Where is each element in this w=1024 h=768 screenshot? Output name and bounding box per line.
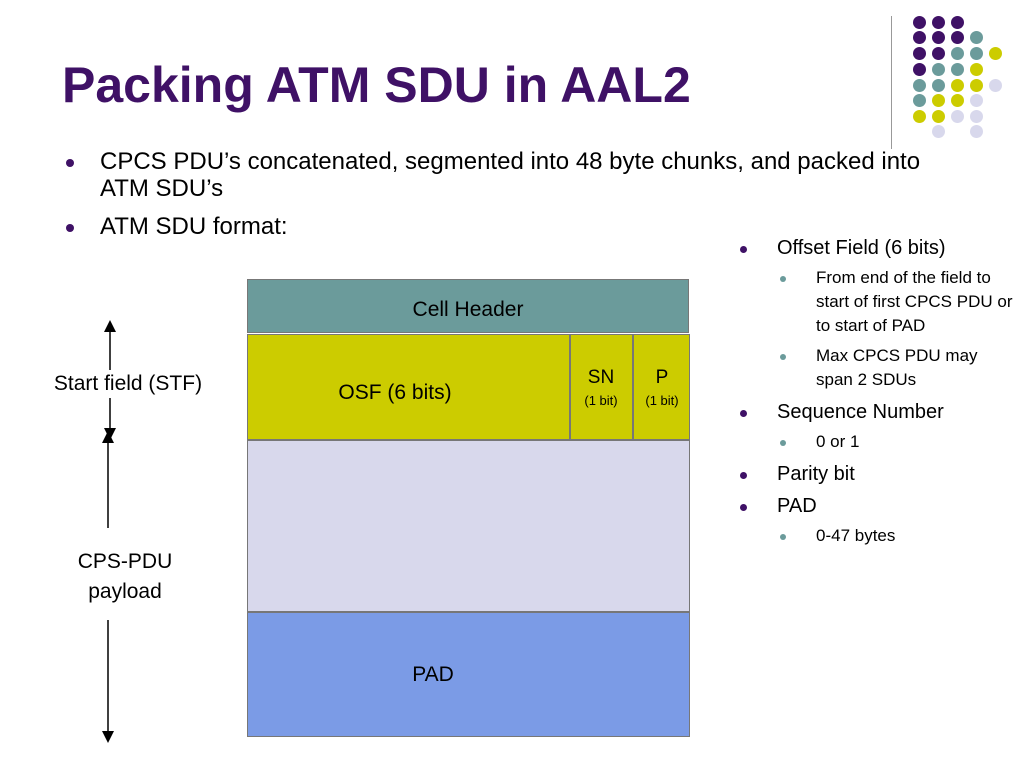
decor-dot: [932, 94, 945, 107]
sn-field-box: SN (1 bit): [570, 334, 633, 440]
decor-dot: [970, 79, 983, 92]
decor-dot: [913, 110, 926, 123]
note-item: PAD: [740, 494, 1015, 518]
decor-dot: [970, 47, 983, 60]
decor-dot: [951, 79, 964, 92]
note-item: Sequence Number: [740, 400, 1015, 424]
decor-dot: [951, 94, 964, 107]
decor-dot: [913, 31, 926, 44]
decor-dot: [989, 47, 1002, 60]
bullet-item: CPCS PDU’s concatenated, segmented into …: [66, 148, 946, 202]
note-subitem: 0-47 bytes: [740, 524, 1015, 548]
decor-dot: [970, 94, 983, 107]
bullet-item: ATM SDU format:: [66, 213, 946, 240]
decor-dot: [970, 31, 983, 44]
osf-field-box: OSF (6 bits): [247, 334, 570, 440]
decor-dot: [932, 79, 945, 92]
pad-box: PAD: [247, 612, 690, 737]
decor-dot: [932, 31, 945, 44]
decor-dot: [951, 16, 964, 29]
start-field-label: Start field (STF): [53, 372, 203, 395]
decor-dot: [932, 16, 945, 29]
cell-header-box: Cell Header: [247, 279, 689, 333]
note-subitem: 0 or 1: [740, 430, 1015, 454]
main-bullet-list: CPCS PDU’s concatenated, segmented into …: [66, 148, 946, 251]
divider-line: [891, 16, 892, 149]
decor-dot: [913, 63, 926, 76]
decor-dot: [970, 63, 983, 76]
notes-list: Offset Field (6 bits) From end of the fi…: [740, 232, 1015, 548]
decor-dot: [951, 31, 964, 44]
decor-dot: [932, 125, 945, 138]
decor-dot: [951, 47, 964, 60]
decor-dot: [970, 125, 983, 138]
decor-dot: [951, 110, 964, 123]
parity-label: P: [655, 367, 669, 388]
decor-dot: [932, 110, 945, 123]
decor-dot: [913, 94, 926, 107]
note-subitem: From end of the field to start of first …: [740, 266, 1015, 338]
decor-dot: [932, 47, 945, 60]
parity-field-box: P (1 bit): [633, 334, 690, 440]
sn-size-label: (1 bit): [584, 393, 618, 408]
osf-label: OSF (6 bits): [338, 381, 452, 404]
payload-label-line1: CPS-PDU: [77, 550, 173, 573]
pad-label: PAD: [412, 663, 454, 686]
decor-dot: [913, 16, 926, 29]
slide-title: Packing ATM SDU in AAL2: [62, 57, 691, 113]
decor-dot: [989, 79, 1002, 92]
decor-dot: [913, 47, 926, 60]
note-subitem: Max CPCS PDU may span 2 SDUs: [740, 344, 1015, 392]
sn-label: SN: [587, 367, 615, 388]
decor-dot: [913, 79, 926, 92]
payload-box: [247, 440, 690, 612]
payload-label-line2: payload: [88, 580, 162, 603]
cell-header-label: Cell Header: [412, 298, 524, 321]
decor-dot: [951, 63, 964, 76]
note-item: Offset Field (6 bits): [740, 236, 1015, 260]
parity-size-label: (1 bit): [645, 393, 679, 408]
note-item: Parity bit: [740, 462, 1015, 486]
decor-dot: [932, 63, 945, 76]
decor-dot: [970, 110, 983, 123]
